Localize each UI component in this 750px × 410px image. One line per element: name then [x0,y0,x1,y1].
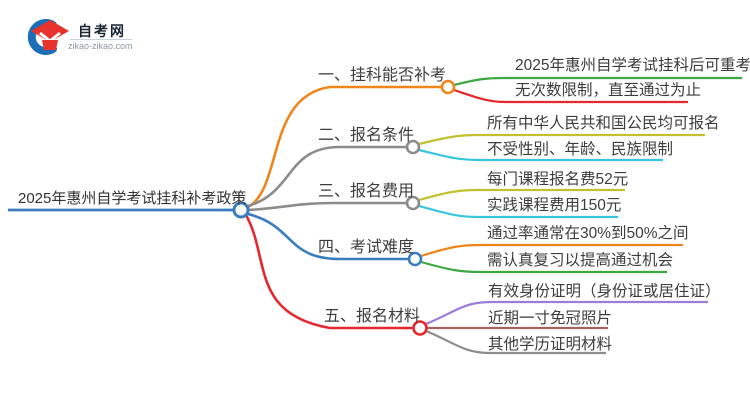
branch5-child1-label[interactable]: 有效身份证明（身份证或居住证） [488,283,721,300]
branch5-child2-label[interactable]: 近期一寸免冠照片 [488,310,613,327]
logo-divider [70,39,132,40]
branch1-node-circle [440,79,456,95]
site-logo[interactable]: 自考网 zikao-zikao.com [26,16,176,56]
branch1-child1-label[interactable]: 2025年惠州自学考试挂科后可重考 [515,57,750,74]
branch3-label[interactable]: 三、报名费用 [318,183,415,200]
branch4-node-circle [407,251,423,267]
branch1-label[interactable]: 一、挂科能否补考 [318,67,447,84]
branch4-child2-connector [420,260,667,274]
root-title[interactable]: 2025年惠州自学考试挂科补考政策 [18,190,247,207]
branch2-node-circle [405,139,421,155]
logo-domain-text: zikao-zikao.com [68,41,133,51]
branch4-child1-label[interactable]: 通过率通常在30%到50%之间 [487,225,689,242]
root-node-circle [232,201,250,219]
graduation-cap-icon [27,19,69,55]
branch3-node-circle [405,195,421,211]
branch2-child2-label[interactable]: 不受性别、年龄、民族限制 [487,141,674,158]
branch5-child3-connector [425,329,606,355]
branch1-child2-label[interactable]: 无次数限制，直至通过为止 [515,82,702,99]
branch2-child2-connector [418,148,663,162]
branch2-child1-label[interactable]: 所有中华人民共和国公民均可报名 [487,115,720,132]
logo-brand-text: 自考网 [78,23,126,39]
branch5-node-circle [412,320,428,336]
branch5-child3-label[interactable]: 其他学历证明材料 [488,336,613,353]
branch1-connector [247,85,448,209]
branch3-child1-label[interactable]: 每门课程报名费52元 [487,171,629,188]
branch4-child1-connector [420,243,683,258]
branch5-child1-connector [425,300,708,326]
branch3-child1-connector [418,188,625,202]
branch1-child1-connector [453,76,742,87]
branch2-child1-connector [418,133,705,146]
branch5-label[interactable]: 五、报名材料 [324,308,421,325]
branch4-connector [247,212,415,261]
branch3-child2-connector [418,204,618,219]
branch1-child2-connector [453,88,688,104]
branch2-connector [247,145,413,208]
branch4-child2-label[interactable]: 需认真复习以提高通过机会 [487,252,674,269]
branch3-child2-label[interactable]: 实践课程费用150元 [487,197,622,214]
branch3-connector [247,201,413,212]
branch5-connector [244,214,420,330]
branch4-label[interactable]: 四、考试难度 [318,239,415,256]
branch2-label[interactable]: 二、报名条件 [318,127,415,144]
